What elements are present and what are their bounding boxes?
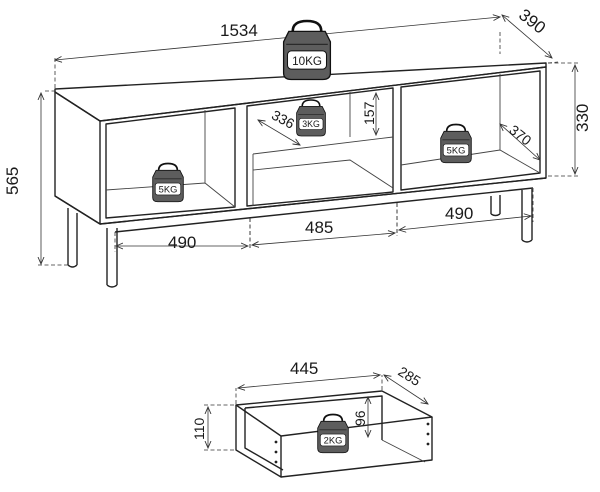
label-right-compartment-width: 490 [445,204,473,223]
label-right-compartment-depth: 370 [506,122,534,149]
label-weight-right-compartment: 5KG [447,145,466,155]
dim-middle-shelf-height: 157 [361,93,377,135]
label-body-height: 330 [573,104,592,132]
tv-cabinet [54,62,547,288]
label-middle-compartment-width: 485 [305,218,333,237]
weight-icon-left-compartment: 5KG [151,162,185,203]
cabinet-bottom-edge [99,177,547,225]
leg-rear-left [67,208,78,268]
label-cabinet-depth: 390 [515,5,549,37]
label-middle-shelf-height: 157 [361,101,377,125]
weight-icon-right-compartment: 5KG [439,123,473,164]
weight-icon-middle-shelf: 3KG [295,99,327,137]
label-drawer-width: 445 [290,359,318,378]
weight-icon-top: 10KG [282,19,332,81]
cabinet-bottom-left-edge [54,195,101,225]
dim-left-compartment-width: 490 [114,218,251,252]
label-drawer-inner-height: 96 [352,410,368,426]
dim-drawer-width: 445 [235,359,383,404]
dim-cabinet-width: 1534 [55,17,500,88]
drawer-rail-holes [274,422,430,464]
dim-drawer-height: 110 [191,404,236,451]
label-weight-drawer: 2KG [324,435,343,445]
drawer-inner-floor [381,439,426,463]
dim-body-height: 330 [548,62,592,177]
label-middle-shelf-depth: 336 [269,107,297,132]
middle-compartment-shelf [252,136,394,206]
cabinet-base-rail [114,187,534,233]
label-weight-middle-shelf: 3KG [302,119,320,129]
drawer-front-panel [280,417,433,478]
dim-cabinet-depth: 390 [502,5,559,64]
dim-right-compartment-width: 490 [396,188,534,236]
label-weight-top: 10KG [292,55,322,68]
dim-right-compartment-depth: 370 [500,122,540,160]
drawer-left-side [235,405,282,478]
left-compartment-inner [105,110,236,208]
label-weight-left-compartment: 5KG [159,184,178,194]
dim-middle-shelf-depth: 336 [258,107,300,145]
drawer [235,390,433,478]
label-cabinet-height: 565 [3,167,22,195]
label-cabinet-width: 1534 [220,21,258,40]
label-drawer-height: 110 [191,417,207,440]
label-left-compartment-width: 490 [168,233,196,252]
leg-front-right [521,189,533,243]
drawer-inner-walls [244,395,383,471]
leg-rear-right [490,195,501,217]
leg-front-left [106,228,118,288]
dim-drawer-inner-height: 96 [352,397,368,437]
dim-cabinet-height: 565 [3,90,68,266]
middle-compartment-opening [246,87,394,207]
weight-icon-drawer: 2KG [316,413,350,454]
dim-drawer-depth: 285 [384,363,428,404]
cabinet-left-side [54,91,101,225]
